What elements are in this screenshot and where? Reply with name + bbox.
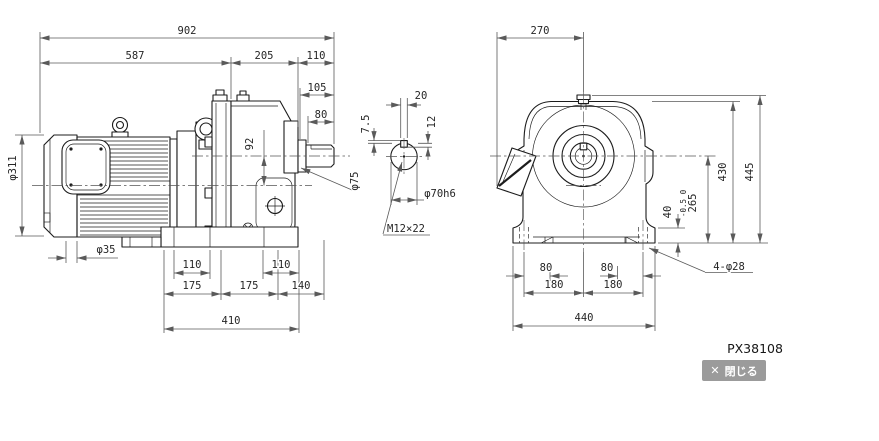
dim-key-length: 80 [315,109,328,121]
dim-foot-holes: 4-φ28 [713,261,745,273]
cooling-fins [80,140,168,236]
dim-foot-height: 40 [662,206,674,219]
dim-shaft-center-height: 265 [687,194,699,213]
terminal-box [61,139,111,195]
dim-slot-right: 110 [272,259,291,271]
dim-pitch-left: 175 [183,280,202,292]
dim-drain-dia: φ35 [97,244,116,256]
dim-key-depth: 12 [426,116,438,129]
dim-tolerance-lower: -0.5 [679,199,688,217]
side-view-gearmotor [43,89,335,248]
dim-gear-length: 205 [255,50,274,62]
dim-key-height: 7.5 [360,115,372,134]
dim-pitch-right: 175 [240,280,259,292]
dim-axis-offset: 92 [244,138,256,151]
dim-hole-pitch-left: 180 [545,279,564,291]
close-button[interactable]: ✕ 閉じる [702,360,766,381]
flange-bolt-icon [212,94,228,102]
side-view-dimensions: 902 587 205 110 105 80 92 φ311 φ35 φ75 1… [6,24,362,333]
dim-overhang: 140 [292,280,311,292]
base-foot [160,226,299,248]
dim-hole-pitch-right: 180 [604,279,623,291]
dim-overall-length: 902 [178,25,197,37]
dim-slot-left: 110 [183,259,202,271]
motor-eyebolt-icon [111,116,129,134]
gear-flange [211,100,232,248]
dim-body-height: 430 [717,163,729,182]
close-button-label: 閉じる [724,364,758,378]
dim-base-length: 410 [222,315,241,327]
dim-key-width: 20 [415,90,428,102]
close-icon: ✕ [710,364,720,377]
front-view-gearbox [496,94,656,244]
centerlines [32,92,716,252]
front-view-dimensions: 270 40 265 0 -0.5 430 445 4-φ28 80 80 18… [496,24,768,331]
dim-shaft-step: 105 [308,82,327,94]
dim-hole-inset-left: 80 [540,262,553,274]
detail-dimensions: 20 7.5 12 φ70h6 M12×22 [359,89,457,237]
output-boss [283,120,299,174]
dim-box-to-center: 270 [531,25,550,37]
dim-base-width: 440 [575,312,594,324]
dim-tap-hole: M12×22 [387,223,425,235]
dim-shaft-dia: φ70h6 [424,188,456,200]
dim-total-height: 445 [744,163,756,182]
dim-shaft-length: 110 [307,50,326,62]
dim-tolerance-upper: 0 [679,189,688,194]
dim-collar-dia: φ75 [349,172,361,191]
dim-hole-inset-right: 80 [601,262,614,274]
dim-fan-cover-dia: φ311 [7,155,19,180]
dim-motor-length: 587 [126,50,145,62]
housing-outline [512,100,656,244]
foot-hole-hidden-lines [519,227,648,243]
part-number: PX38108 [727,341,783,356]
